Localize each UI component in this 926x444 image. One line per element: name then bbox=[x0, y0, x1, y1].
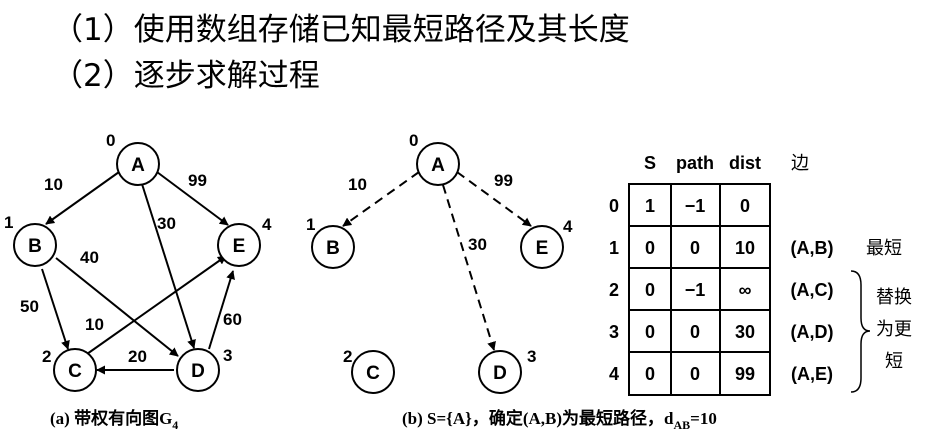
table-row: 1 0 0 10 (A,B) bbox=[609, 238, 834, 258]
table-row: 3 0 0 30 (A,D) bbox=[609, 322, 834, 342]
edge-a-ae bbox=[156, 171, 229, 226]
node-b-b-index: 1 bbox=[306, 215, 315, 234]
node-e bbox=[217, 223, 261, 267]
graph-a: 10 30 99 50 40 10 20 60 A 0 B 1 C 2 D 3 … bbox=[4, 131, 272, 432]
node-b-b bbox=[311, 225, 355, 269]
node-b-label: B bbox=[28, 236, 42, 257]
brace bbox=[850, 270, 871, 393]
edge-bd bbox=[55, 257, 179, 357]
cell-s: 0 bbox=[645, 364, 655, 384]
node-b-c-label: C bbox=[366, 363, 380, 384]
cell-s: 1 bbox=[645, 196, 655, 216]
node-b-c bbox=[351, 350, 395, 394]
table-row: 2 0 −1 ∞ (A,C) bbox=[609, 280, 834, 300]
graph-b: 10 30 99 A 0 B 1 C 2 D 3 E 4 (b) S={A}，确… bbox=[306, 131, 717, 432]
node-a-label: A bbox=[131, 155, 145, 176]
replace-note-line-2: 为更 bbox=[876, 319, 912, 340]
weight-dc: 20 bbox=[128, 347, 147, 366]
node-b bbox=[13, 223, 57, 267]
table-row: 0 1 −1 0 bbox=[609, 196, 750, 216]
row-index: 0 bbox=[609, 196, 619, 216]
weight-bc: 50 bbox=[20, 297, 39, 316]
cell-s: 0 bbox=[645, 280, 655, 300]
node-b-e bbox=[520, 225, 564, 269]
cell-path: −1 bbox=[685, 196, 706, 216]
cell-dist: 99 bbox=[735, 364, 755, 384]
caption-b: (b) S={A}，确定(A,B)为最短路径，dAB=10 bbox=[402, 408, 717, 432]
header-edge: 边 bbox=[791, 153, 809, 174]
cell-s: 0 bbox=[645, 322, 655, 342]
table-row: 4 0 0 99 (A,E) bbox=[609, 364, 833, 384]
header-path: path bbox=[676, 153, 714, 173]
cell-path: −1 bbox=[685, 280, 706, 300]
row-index: 1 bbox=[609, 238, 619, 258]
node-a bbox=[116, 142, 160, 186]
cell-s: 0 bbox=[645, 238, 655, 258]
node-c bbox=[53, 348, 97, 392]
edge-a-ad bbox=[141, 183, 196, 349]
node-b-b-label: B bbox=[326, 238, 340, 259]
cell-edge: (A,D) bbox=[791, 322, 834, 342]
weight-b-ab: 10 bbox=[348, 175, 367, 194]
shortest-note: 最短 bbox=[866, 238, 902, 259]
caption-a: (a) 带权有向图G4 bbox=[50, 408, 178, 432]
weight-de: 60 bbox=[223, 310, 242, 329]
row-index: 3 bbox=[609, 322, 619, 342]
header-s: S bbox=[644, 153, 656, 173]
node-b-a-label: A bbox=[431, 155, 445, 176]
weight-ab: 10 bbox=[44, 175, 63, 194]
weight-b-ad: 30 bbox=[468, 235, 487, 254]
node-c-index: 2 bbox=[42, 347, 51, 366]
node-b-e-label: E bbox=[536, 238, 549, 259]
node-d-label: D bbox=[191, 361, 205, 382]
cell-dist: ∞ bbox=[739, 280, 752, 300]
heading-2: （2）逐步求解过程 bbox=[52, 58, 320, 94]
node-b-d bbox=[478, 350, 522, 394]
row-index: 2 bbox=[609, 280, 619, 300]
node-b-a bbox=[416, 142, 460, 186]
cell-edge: (A,E) bbox=[791, 364, 833, 384]
weight-ae: 99 bbox=[188, 171, 207, 190]
node-e-label: E bbox=[233, 236, 246, 257]
weight-b-ae: 99 bbox=[494, 171, 513, 190]
edge-de bbox=[208, 270, 235, 350]
header-dist: dist bbox=[729, 153, 761, 173]
cell-edge: (A,C) bbox=[791, 280, 834, 300]
edge-a-ab bbox=[45, 171, 120, 225]
node-e-index: 4 bbox=[262, 215, 272, 234]
replace-note-line-3: 短 bbox=[885, 351, 903, 372]
edge-b-ae bbox=[456, 171, 532, 227]
cell-path: 0 bbox=[690, 238, 700, 258]
edge-ce bbox=[86, 255, 227, 355]
edge-b-ab bbox=[342, 171, 420, 227]
cell-dist: 0 bbox=[740, 196, 750, 216]
distance-table: S path dist 边 0 1 −1 0 1 0 0 10 (A,B) 2 bbox=[609, 153, 912, 396]
cell-dist: 10 bbox=[735, 238, 755, 258]
replace-note-line-1: 替换 bbox=[876, 287, 912, 308]
cell-edge: (A,B) bbox=[791, 238, 834, 258]
weight-ad: 30 bbox=[157, 214, 176, 233]
cell-dist: 30 bbox=[735, 322, 755, 342]
weight-ce: 10 bbox=[85, 315, 104, 334]
node-b-index: 1 bbox=[4, 213, 13, 232]
edge-bc bbox=[41, 268, 70, 350]
node-b-d-index: 3 bbox=[527, 347, 536, 366]
cell-path: 0 bbox=[690, 364, 700, 384]
heading-1: （1）使用数组存储已知最短路径及其长度 bbox=[52, 12, 630, 48]
weight-bd: 40 bbox=[80, 248, 99, 267]
node-b-a-index: 0 bbox=[409, 131, 418, 150]
node-b-e-index: 4 bbox=[563, 217, 573, 236]
node-d-index: 3 bbox=[223, 346, 232, 365]
cell-path: 0 bbox=[690, 322, 700, 342]
node-a-index: 0 bbox=[106, 131, 115, 150]
edge-b-ad bbox=[442, 184, 496, 351]
node-d bbox=[176, 348, 220, 392]
row-index: 4 bbox=[609, 364, 619, 384]
node-c-label: C bbox=[68, 361, 82, 382]
node-b-c-index: 2 bbox=[343, 347, 352, 366]
node-b-d-label: D bbox=[493, 363, 507, 384]
